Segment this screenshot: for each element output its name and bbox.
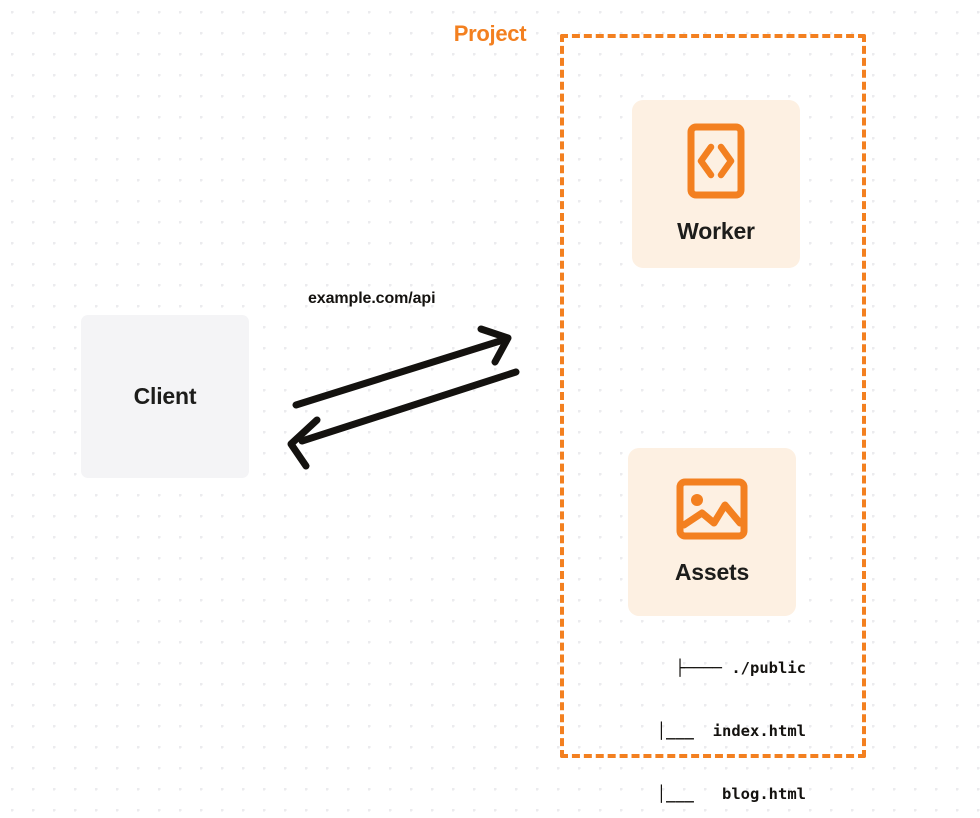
assets-label: Assets <box>674 559 750 585</box>
file-tree-row: │___ blog.html <box>656 785 806 803</box>
project-title: Project <box>448 21 532 47</box>
client-node[interactable]: Client <box>81 315 249 478</box>
project-container <box>560 34 866 758</box>
image-icon <box>676 478 748 545</box>
request-arrow <box>292 325 512 409</box>
connection-label: example.com/api <box>308 290 436 307</box>
worker-label: Worker <box>677 218 755 244</box>
file-tree-row: │___ index.html <box>656 722 806 740</box>
assets-file-tree: ├──── ./public │___ index.html │___ blog… <box>606 616 806 818</box>
assets-node[interactable]: Assets <box>628 448 796 616</box>
response-arrow <box>287 368 520 470</box>
file-tree-row: ├──── ./public <box>675 659 806 677</box>
code-brackets-icon <box>687 123 745 204</box>
worker-node[interactable]: Worker <box>632 100 800 268</box>
client-label: Client <box>133 383 197 409</box>
